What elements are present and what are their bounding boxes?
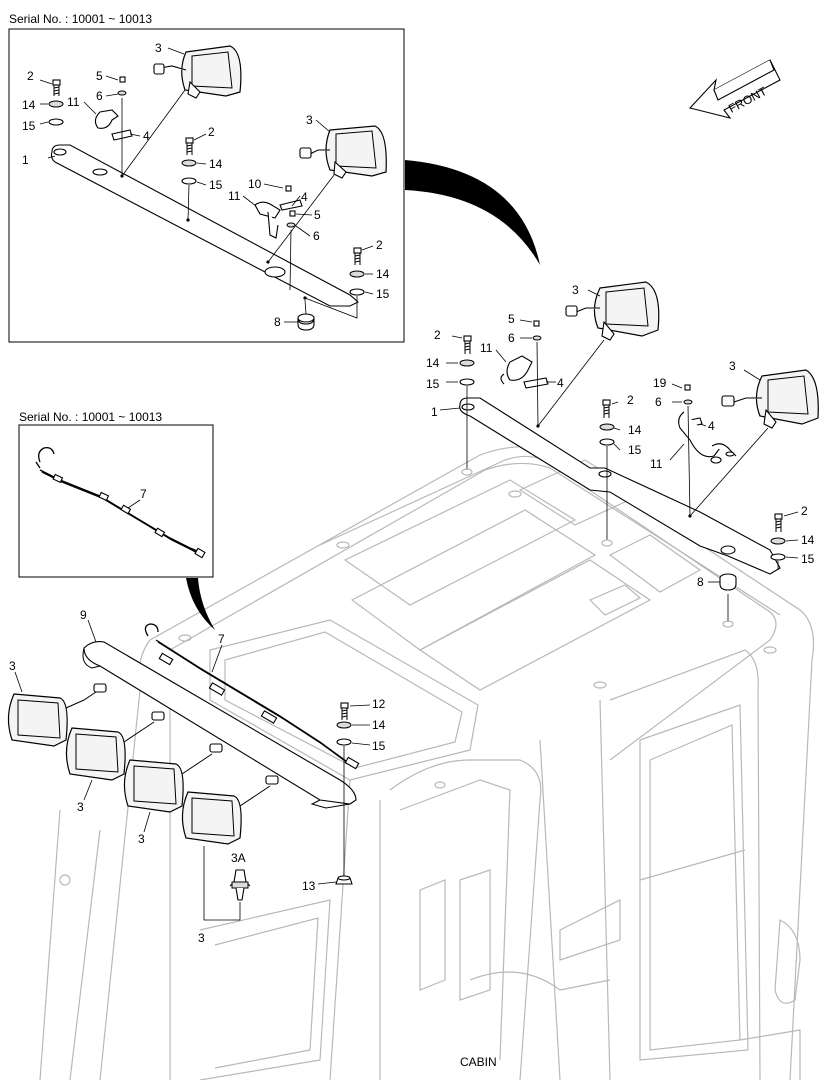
callout-6: 6 [96,89,103,103]
callout-15: 15 [372,739,386,753]
callout-5: 5 [508,312,515,326]
callout-2: 2 [27,69,34,83]
work-lamp-icon [123,743,223,813]
inset-harness-frame [18,424,214,578]
work-lamp-icon [299,125,387,179]
callout-4: 4 [143,129,150,143]
callout-3: 3 [198,931,205,945]
callout-3: 3 [572,283,579,297]
callout-4: 4 [301,190,308,204]
callout-7: 7 [218,632,225,646]
inset-harness: Serial No. : 10001 ~ 10013 7 [18,410,214,578]
bolt-icon [770,513,786,561]
cabin-outline [39,446,815,1080]
callout-14: 14 [426,356,440,370]
bolt-icon [336,702,352,746]
callout-3: 3 [729,359,736,373]
front-arrow-icon: FRONT [688,59,781,119]
inset-top-frame [8,28,405,343]
callout-1: 1 [431,405,438,419]
callout-15: 15 [376,287,390,301]
inset-top-serial: Serial No. : 10001 ~ 10013 [9,12,152,26]
callout-4: 4 [557,376,564,390]
work-lamp-icon [565,281,660,341]
callout-15: 15 [628,443,642,457]
main-bracket-assembly: 3 5 2 6 11 14 4 15 1 3 19 2 6 14 15 11 4… [426,281,819,628]
callout-15: 15 [209,178,223,192]
callout-10: 10 [248,177,262,191]
callout-14: 14 [209,157,223,171]
work-lamp-icon [65,711,165,781]
callout-2: 2 [801,504,808,518]
callout-3: 3 [77,800,84,814]
callout-8: 8 [274,315,281,329]
pointer-arrow [186,578,215,630]
callout-14: 14 [22,98,36,112]
callout-12: 12 [372,697,386,711]
work-lamp-icon [721,369,819,429]
clamp-icon [500,355,737,464]
callout-4: 4 [708,419,715,433]
callout-14: 14 [628,423,642,437]
callout-15: 15 [801,552,815,566]
callout-6: 6 [313,229,320,243]
lamp-bar [83,641,357,805]
cabin-caption: CABIN [460,1055,497,1069]
callout-14: 14 [376,267,390,281]
callout-5: 5 [96,69,103,83]
callout-14: 14 [801,533,815,547]
callout-2: 2 [208,125,215,139]
screw-icon [532,320,693,405]
bracket-bar [459,397,781,575]
callout-3: 3 [9,659,16,673]
inset-top: Serial No. : 10001 ~ 10013 [8,12,405,343]
bolt-icon [599,399,615,446]
inset-harness-serial: Serial No. : 10001 ~ 10013 [19,410,162,424]
grommet-icon [719,573,737,591]
bolt-icon [349,247,365,296]
work-lamp-icon [7,683,107,747]
callout-13: 13 [302,879,316,893]
callout-14: 14 [372,718,386,732]
work-lamp-icon [153,45,242,99]
callout-2: 2 [627,393,634,407]
callout-2: 2 [376,238,383,252]
washer-icon [48,100,64,126]
callout-6: 6 [508,331,515,345]
callout-15: 15 [426,377,440,391]
screw-icon [117,76,296,228]
work-lamp-icon [181,775,279,845]
callout-11: 11 [228,189,241,203]
wire-harness-icon [35,446,206,559]
callout-2: 2 [434,328,441,342]
callout-1: 1 [22,153,29,167]
clamp-icon [94,109,303,239]
bolt-icon [459,335,475,386]
callout-9: 9 [80,608,87,622]
bolt-icon [181,137,197,185]
callout-19: 19 [653,376,667,390]
callout-11: 11 [67,95,80,109]
callout-6: 6 [655,395,662,409]
callout-3A: 3A [231,851,246,865]
callout-11: 11 [480,341,493,355]
callout-7: 7 [140,487,147,501]
callout-3: 3 [138,832,145,846]
wire-harness-icon [144,623,360,770]
pointer-arrow [405,160,540,265]
front-lamp-bar-assembly: 9 7 3 3 3 3 12 14 15 13 3A [7,608,386,945]
bulb-icon [229,869,251,901]
callout-11: 11 [650,457,663,471]
callout-8: 8 [697,575,704,589]
nut-icon [335,875,353,885]
grommet-icon [297,313,315,331]
bolt-icon [52,79,61,96]
callout-3: 3 [306,113,313,127]
callout-15: 15 [22,119,36,133]
callout-5: 5 [314,208,321,222]
callout-3: 3 [155,41,162,55]
